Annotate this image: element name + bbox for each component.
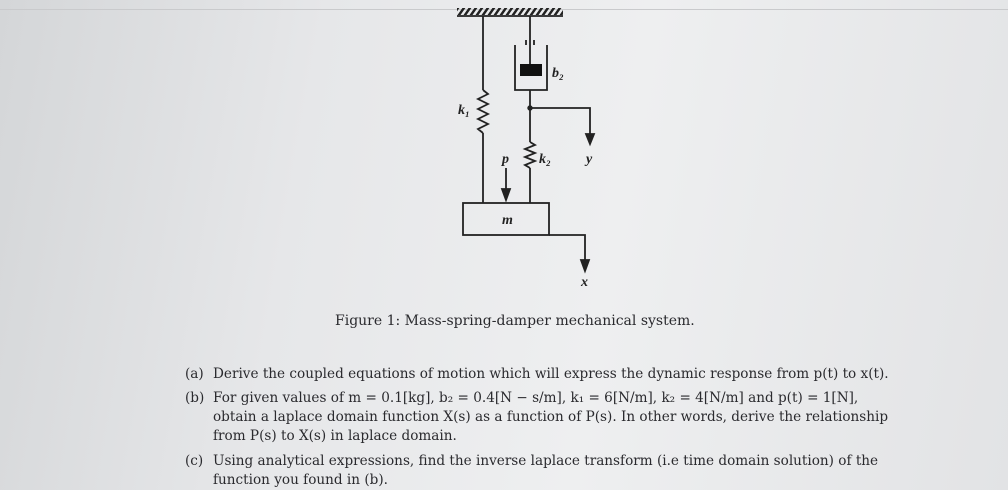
question-tag: (b) bbox=[185, 390, 205, 406]
label-x: x bbox=[580, 275, 588, 290]
question-a: (a) Derive the coupled equations of motio… bbox=[185, 365, 889, 384]
question-tag: (c) bbox=[185, 453, 204, 469]
label-b2: b₂ bbox=[552, 66, 564, 81]
figure-caption: Figure 1: Mass-spring-damper mechanical … bbox=[335, 313, 695, 329]
label-y: y bbox=[584, 152, 593, 167]
spring-k2 bbox=[522, 141, 538, 203]
question-line: For given values of m = 0.1[kg], b₂ = 0.… bbox=[213, 390, 859, 406]
force-p-arrow bbox=[500, 168, 512, 203]
spring-k1 bbox=[475, 16, 491, 203]
question-line: Using analytical expressions, find the i… bbox=[213, 453, 879, 469]
y-displacement-arrow bbox=[530, 107, 596, 147]
label-p: p bbox=[501, 152, 509, 167]
mass-block bbox=[462, 202, 550, 236]
x-displacement-arrow bbox=[549, 234, 591, 274]
question-b: (b) For given values of m = 0.1[kg], b₂ … bbox=[185, 389, 888, 446]
question-line: Derive the coupled equations of motion w… bbox=[213, 366, 889, 382]
question-c: (c) Using analytical expressions, find t… bbox=[185, 452, 878, 490]
question-line: obtain a laplace domain function X(s) as… bbox=[213, 409, 889, 425]
question-line: function you found in (b). bbox=[213, 472, 388, 488]
ceiling-ground bbox=[457, 8, 563, 15]
label-m: m bbox=[502, 213, 513, 228]
label-k2: k₂ bbox=[539, 152, 551, 167]
question-line: from P(s) to X(s) in laplace domain. bbox=[213, 428, 457, 444]
label-k1: k₁ bbox=[458, 103, 470, 118]
question-tag: (a) bbox=[185, 366, 204, 382]
mass-spring-damper-figure: k₁ b₂ p k₂ y m x bbox=[457, 8, 596, 290]
damper-b2 bbox=[514, 16, 548, 142]
